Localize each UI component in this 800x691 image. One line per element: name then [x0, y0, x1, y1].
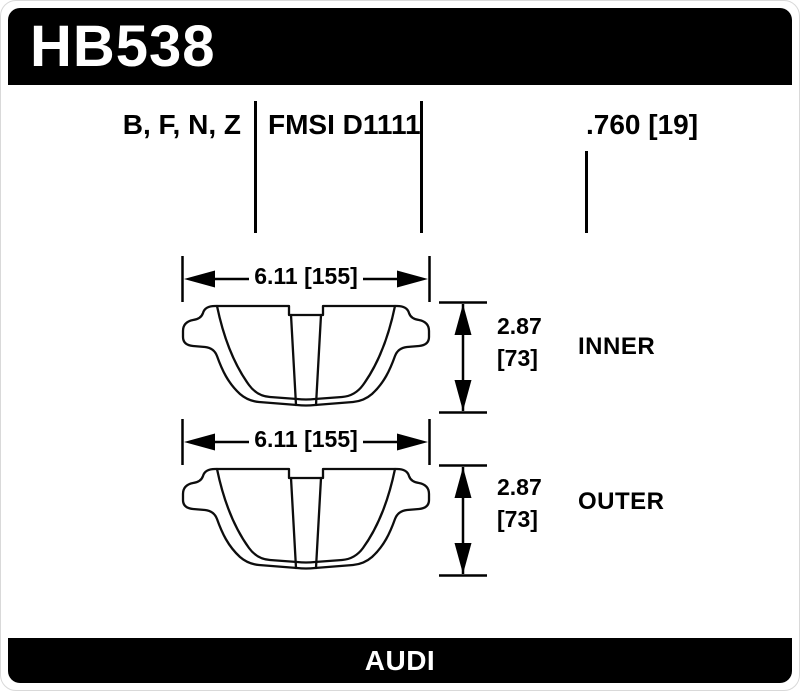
pad-side-label-inner: INNER [578, 333, 656, 360]
brake-pad-outline-outer [181, 467, 431, 570]
thickness-dimension-arrow-outer [439, 464, 487, 577]
brake-pad-outline-inner [181, 304, 431, 407]
width-dimension-arrow-inner [181, 256, 431, 302]
pad-thickness: .760 [19] [586, 109, 699, 140]
thickness-mm-outer: [73] [497, 506, 538, 532]
thickness-dimension-arrow-inner [439, 301, 487, 414]
thickness-mm-inner: [73] [497, 345, 538, 371]
thickness-inches-inner: 2.87 [497, 313, 542, 339]
spec-divider-2 [420, 101, 423, 233]
spec-divider-3 [585, 151, 588, 233]
width-dimension-label-outer: 6.11 [155] [254, 426, 358, 452]
width-dimension-arrow-outer [181, 419, 431, 465]
width-dimension-label-inner: 6.11 [155] [254, 263, 358, 289]
footer-bar: AUDI [8, 638, 792, 683]
header-bar: HB538 [8, 8, 792, 85]
compound-codes: B, F, N, Z [122, 109, 241, 140]
thickness-inches-outer: 2.87 [497, 474, 542, 500]
fmsi-number: FMSI D1111 [268, 109, 421, 140]
vehicle-application: AUDI [364, 644, 436, 676]
part-number: HB538 [30, 14, 216, 79]
spec-divider-1 [254, 101, 257, 233]
pad-side-label-outer: OUTER [578, 488, 665, 515]
